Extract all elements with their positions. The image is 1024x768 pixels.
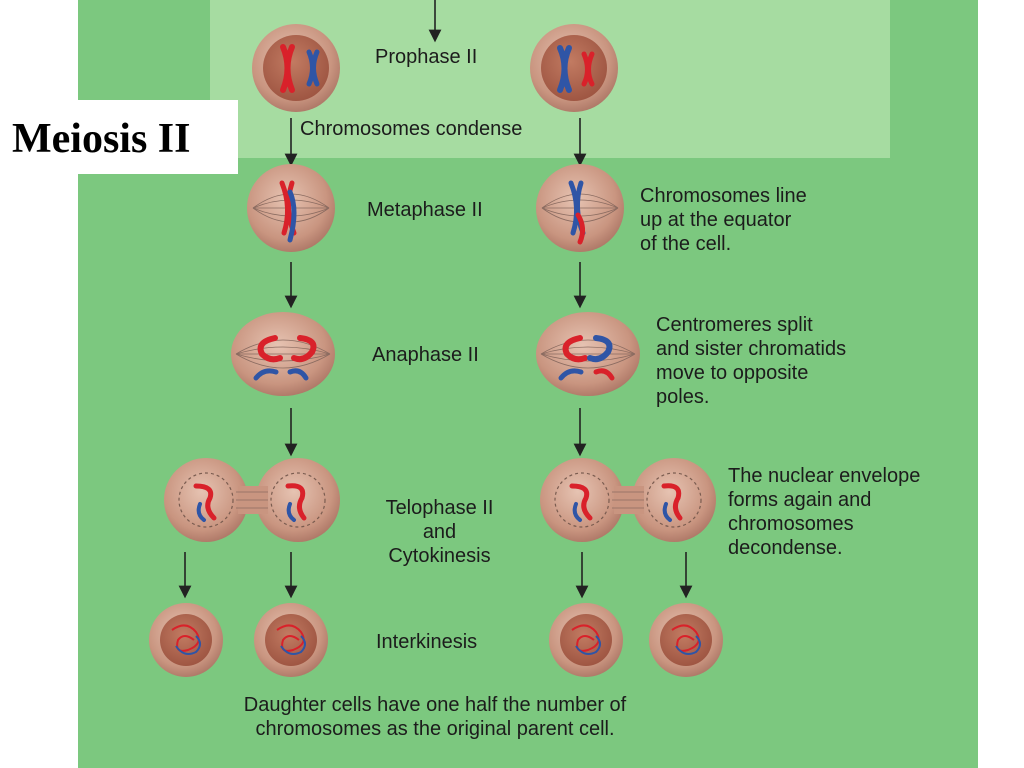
daughter-cell-4 bbox=[649, 603, 723, 677]
telophase-line-1: Telophase II bbox=[367, 496, 512, 520]
note-anaphase-line-4: poles. bbox=[656, 385, 846, 409]
stage-label-metaphase: Metaphase II bbox=[367, 198, 483, 222]
note-anaphase-line-3: move to opposite bbox=[656, 361, 846, 385]
prophase-cell-left bbox=[252, 24, 340, 112]
daughter-cell-2 bbox=[254, 603, 328, 677]
metaphase-cell-left bbox=[247, 164, 335, 252]
stage-label-prophase: Prophase II bbox=[375, 45, 477, 69]
note-telophase-line-2: forms again and bbox=[728, 488, 920, 512]
note-metaphase-line-3: of the cell. bbox=[640, 232, 807, 256]
stage-label-interkinesis: Interkinesis bbox=[376, 630, 477, 654]
daughter-cell-3 bbox=[549, 603, 623, 677]
telophase-cell-left bbox=[164, 458, 340, 542]
telophase-line-3: Cytokinesis bbox=[367, 544, 512, 568]
metaphase-cell-right bbox=[536, 164, 624, 252]
telophase-line-2: and bbox=[367, 520, 512, 544]
daughter-cell-1 bbox=[149, 603, 223, 677]
stage-label-anaphase: Anaphase II bbox=[372, 343, 479, 367]
stage-label-condense: Chromosomes condense bbox=[300, 117, 522, 141]
footer-note: Daughter cells have one half the number … bbox=[180, 693, 690, 741]
anaphase-cell-left bbox=[231, 312, 335, 396]
note-telophase-line-4: decondense. bbox=[728, 536, 920, 560]
telophase-cell-right bbox=[540, 458, 716, 542]
footer-line-1: Daughter cells have one half the number … bbox=[180, 693, 690, 717]
note-anaphase: Centromeres split and sister chromatids … bbox=[656, 313, 846, 409]
note-metaphase: Chromosomes line up at the equator of th… bbox=[640, 184, 807, 256]
note-telophase-line-3: chromosomes bbox=[728, 512, 920, 536]
stage-label-telophase: Telophase II and Cytokinesis bbox=[367, 496, 512, 568]
anaphase-cell-right bbox=[536, 312, 640, 396]
prophase-cell-right bbox=[530, 24, 618, 112]
note-anaphase-line-2: and sister chromatids bbox=[656, 337, 846, 361]
page-title: Meiosis II bbox=[12, 114, 191, 164]
footer-line-2: chromosomes as the original parent cell. bbox=[180, 717, 690, 741]
note-metaphase-line-2: up at the equator bbox=[640, 208, 807, 232]
note-telophase: The nuclear envelope forms again and chr… bbox=[728, 464, 920, 560]
note-anaphase-line-1: Centromeres split bbox=[656, 313, 846, 337]
note-metaphase-line-1: Chromosomes line bbox=[640, 184, 807, 208]
note-telophase-line-1: The nuclear envelope bbox=[728, 464, 920, 488]
